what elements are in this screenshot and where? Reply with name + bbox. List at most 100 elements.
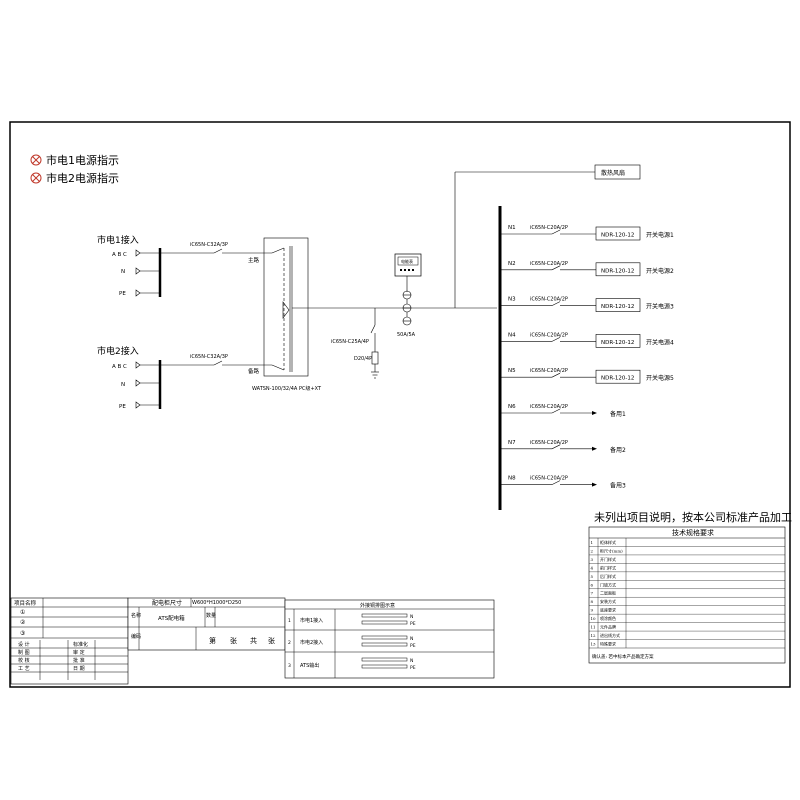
arrow-right-icon (592, 411, 597, 415)
svg-text:2: 2 (288, 640, 291, 646)
sig-design: 设 计 (18, 641, 30, 648)
feeder-breaker: iC65N-C20A/2P (530, 332, 568, 338)
spec-row-num: 3 (591, 557, 594, 562)
breaker-switch-icon (551, 265, 561, 271)
spec-row-num: 8 (591, 599, 594, 604)
sig-review: 审 定 (73, 649, 85, 656)
feeder-load: 开关电源4 (646, 338, 674, 346)
busbar-row3-n: N (410, 658, 413, 664)
feeder-breaker: iC65N-C20A/2P (530, 476, 568, 482)
feeder-id: N4 (508, 332, 516, 338)
spec-row-num: 2 (591, 548, 594, 553)
spec-row-label: 进出线方式 (600, 632, 620, 638)
feeder-id: N3 (508, 297, 516, 303)
mains1-neutral: N (121, 269, 125, 275)
feeder-load: 开关电源2 (646, 267, 674, 275)
arrow-right-icon (592, 482, 597, 487)
name-value: ATS配电箱 (158, 614, 185, 622)
svg-text:1: 1 (288, 618, 291, 624)
spec-row-label: 开门样式 (600, 556, 616, 562)
sig-standard: 标准化 (73, 641, 88, 648)
spd-breaker: iC65N-C25A/4P (331, 339, 369, 345)
spec-row-label: 特殊要求 (600, 641, 616, 647)
sheet-zhang2: 张 (268, 636, 275, 645)
code-label: 编码 (131, 633, 141, 640)
meter-label: 电能表 (401, 258, 413, 264)
feeder-id: N5 (508, 368, 516, 374)
legend-item-mains1: 市电1电源指示 (30, 153, 119, 167)
busbar-row2-n: N (410, 636, 413, 642)
feeder-id: N2 (508, 261, 516, 267)
breaker-switch-icon (551, 229, 561, 235)
feeder-device: NDR-120-12 (601, 233, 634, 239)
project-row-2: ② (20, 619, 26, 626)
project-row-3: ③ (20, 630, 25, 637)
sig-approve: 批 准 (73, 657, 85, 664)
power-supply-box (595, 226, 641, 241)
mains2-neutral: N (121, 382, 125, 388)
breaker-switch-icon (213, 360, 223, 366)
mains2-ats-terminal: 备路 (248, 367, 260, 375)
ats-model: WATSN-100/32/4A PC级+XT (252, 385, 322, 392)
spec-row-label: 后门样式 (600, 573, 616, 579)
spec-row-num: 13 (591, 642, 597, 647)
feeder-breaker: iC65N-C20A/2P (530, 404, 568, 410)
sheet-zhang: 张 (230, 636, 237, 645)
spec-row-label: 底座要求 (600, 607, 616, 613)
spec-title: 技术规格要求 (672, 528, 714, 537)
feeder-device: NDR-120-12 (601, 268, 634, 274)
mains2-breaker: iC65N-C32A/3P (190, 354, 228, 360)
spec-row-label: 二层面板 (600, 590, 616, 596)
feeder-breaker: iC65N-C20A/2P (530, 368, 568, 374)
busbar-row2-pe: PE (410, 643, 416, 649)
spec-row-num: 1 (591, 540, 594, 545)
cabinet-size-value: W600*H1000*D250 (192, 600, 241, 606)
legend: 市电1电源指示 市电2电源指示 (30, 153, 119, 185)
mains1-input: 市电1接入 A B C N PE iC65N-C32A/3P 主路 (97, 234, 272, 297)
spec-row-num: 12 (591, 633, 597, 638)
spec-row-label: 元件品牌 (600, 624, 616, 630)
spec-row-num: 6 (591, 582, 594, 587)
feeder-device: NDR-120-12 (601, 376, 634, 382)
indicator-lamp-icon (30, 172, 42, 184)
spd-arrester: D20/4P (354, 356, 372, 362)
mains1-title: 市电1接入 (97, 234, 139, 246)
title-block-left: 项目名称 ① ② ③ 设 计 标准化 制 图 审 定 校 核 批 准 工 艺 日… (10, 597, 129, 685)
cabinet-size-label: 配电柜尺寸 (152, 599, 182, 607)
svg-text:3: 3 (288, 663, 291, 669)
ats-switch: WATSN-100/32/4A PC级+XT (252, 237, 350, 392)
fan-box (594, 164, 641, 180)
spec-row-num: 11 (591, 625, 596, 630)
breaker-switch-icon (551, 480, 561, 485)
breaker-switch-icon (213, 248, 223, 254)
feeder-breaker: iC65N-C20A/2P (530, 297, 568, 303)
title-block-middle: 配电柜尺寸 W600*H1000*D250 名称 ATS配电箱 数量 编码 第 … (127, 597, 286, 651)
busbar-diagram-title: 外接铜排图示意 (360, 602, 395, 609)
mains2-input: 市电2接入 A B C N PE iC65N-C32A/3P 备路 (97, 345, 272, 410)
mains1-breaker: iC65N-C32A/3P (190, 242, 228, 248)
spec-row-label: 前门样式 (600, 564, 616, 570)
mains1-phases: A B C (112, 252, 127, 258)
busbar-row3-pe: PE (410, 665, 416, 671)
fan-branch: 散热风扇 (454, 164, 641, 308)
qty-label: 数量 (206, 612, 216, 619)
busbar-row3-label: ATS输出 (300, 662, 319, 669)
spec-row-label: 柜尺寸(mm) (600, 547, 623, 553)
feeder-breaker: iC65N-C20A/2P (530, 225, 568, 231)
spec-row-num: 9 (591, 608, 594, 613)
project-name-label: 项目名称 (14, 599, 37, 607)
spec-row-label: 喷涂颜色 (600, 615, 616, 621)
feeder-id: N7 (508, 440, 516, 446)
spd-branch: iC65N-C25A/4P D20/4P (331, 308, 379, 379)
power-supply-box (595, 298, 641, 312)
spec-row-num: 5 (591, 574, 594, 579)
breaker-switch-icon (551, 408, 561, 414)
sig-date: 日 期 (73, 666, 85, 672)
spec-row-num: 4 (591, 565, 594, 570)
